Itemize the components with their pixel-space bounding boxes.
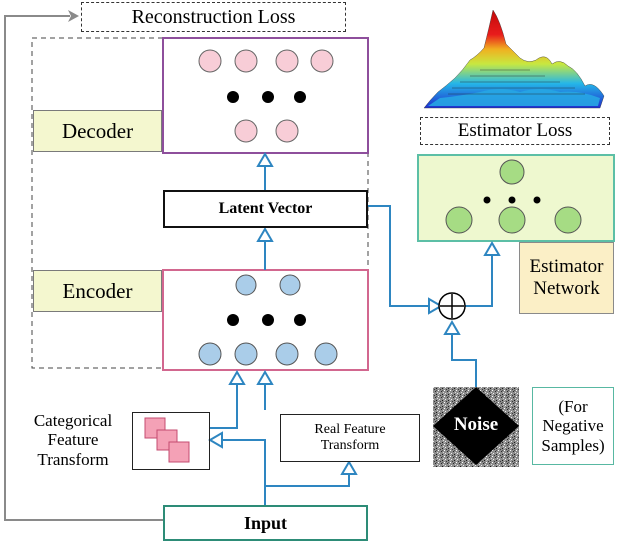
ellipsis-dot [262,314,274,326]
estimator-node [498,206,526,234]
estimator-node [499,159,525,185]
ellipsis-dot [227,314,239,326]
latent-vector-box: Latent Vector [163,190,368,228]
encoder-node [198,342,222,366]
feedback-arrowhead [68,10,79,22]
encoder-nodes [198,274,338,366]
input-box: Input [163,505,368,541]
flow-arrows [210,163,493,505]
categorical-feature-transform-label: Categorical Feature Transform [33,410,113,469]
ellipsis-dot [294,91,306,103]
categorical-transform-box [132,412,210,470]
reconstruction-loss-label: Reconstruction Loss [81,2,346,32]
reconstruction-feedback-line [4,15,163,521]
decoder-label: Decoder [33,110,162,152]
circled-plus-icon [438,292,466,320]
decoder-node [310,49,334,73]
estimator-nodes [445,159,582,234]
real-feature-transform-box: Real Feature Transform [280,414,420,462]
estimator-loss-label: Estimator Loss [420,117,610,145]
estimator-node [554,206,582,234]
ellipsis-dot [227,91,239,103]
encoder-node [234,342,258,366]
3d-surface-plot-icon [423,9,605,109]
noise-diamond-icon [433,387,519,467]
estimator-network-label: Estimator Network [519,242,614,314]
estimator-node [445,206,473,234]
decoder-node [275,119,299,143]
encoder-node [314,342,338,366]
negative-samples-note: (For Negative Samples) [532,387,614,465]
ellipsis-dot [533,196,541,204]
encoder-node [235,274,257,296]
ellipsis-dot [508,196,516,204]
encoder-node [279,274,301,296]
ellipsis-dot [483,196,491,204]
encoder-node [275,342,299,366]
arrowheads [208,152,501,475]
decoder-node [234,119,258,143]
decoder-node [275,49,299,73]
stacked-squares-icon [144,417,190,463]
decoder-node [234,49,258,73]
decoder-nodes [198,49,334,143]
ellipsis-dot [294,314,306,326]
decoder-node [198,49,222,73]
encoder-label: Encoder [33,270,162,312]
ellipsis-dot [262,91,274,103]
noise-label: Noise [453,414,499,436]
